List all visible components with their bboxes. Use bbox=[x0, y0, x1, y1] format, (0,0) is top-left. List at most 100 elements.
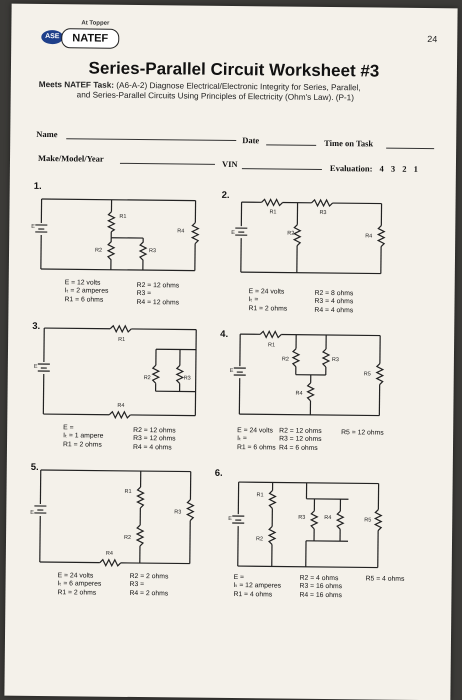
value-line: R3 = 16 ohms bbox=[299, 583, 343, 591]
r3-label: R3 bbox=[184, 376, 191, 382]
r4-resistor-icon bbox=[190, 222, 200, 245]
r1-resistor-icon bbox=[261, 198, 283, 207]
vin-field[interactable] bbox=[241, 168, 322, 170]
problem-6-number: 6. bbox=[214, 467, 223, 479]
value-line: Iₜ = 12 amperes bbox=[233, 582, 282, 590]
date-field[interactable] bbox=[266, 144, 317, 146]
problem-1-values-left: E = 12 volts Iₜ = 2 amperes R1 = 6 ohms bbox=[64, 279, 109, 305]
r4-label: R4 bbox=[106, 551, 113, 557]
r2-label: R2 bbox=[95, 248, 102, 254]
r5-label: R5 bbox=[364, 371, 371, 377]
r3-resistor-icon bbox=[309, 510, 319, 530]
r4-resistor-icon bbox=[99, 558, 122, 568]
r4-label: R4 bbox=[117, 403, 124, 409]
page-number: 24 bbox=[427, 34, 438, 45]
problem-5-values-left: E = 24 volts Iₜ = 6 amperes R1 = 2 ohms bbox=[57, 572, 101, 598]
e-label: E bbox=[228, 516, 232, 522]
r2-label: R2 bbox=[256, 536, 263, 542]
r2-resistor-icon bbox=[135, 524, 145, 547]
problem-3-circuit: E R1 R2 R3 R4 bbox=[34, 324, 197, 420]
r2-resistor-icon bbox=[291, 348, 301, 368]
r1-resistor-icon bbox=[109, 324, 132, 334]
r4-resistor-icon bbox=[335, 510, 345, 530]
value-line: Iₜ = 1 ampere bbox=[63, 432, 104, 441]
problem-6-values-right: R5 = 4 ohms bbox=[366, 575, 405, 584]
make-model-year-field[interactable] bbox=[119, 162, 215, 165]
r4-label: R4 bbox=[177, 228, 184, 234]
r4-resistor-icon bbox=[376, 225, 386, 247]
task-line-2: and Series-Parallel Circuits Using Princ… bbox=[76, 90, 355, 103]
r4-label: R4 bbox=[296, 391, 303, 397]
evaluation-label: Evaluation: 4 3 2 1 bbox=[330, 163, 418, 174]
score-3[interactable]: 3 bbox=[390, 163, 396, 174]
problem-4-values-mid: R2 = 12 ohms R3 = 12 ohms R4 = 6 ohms bbox=[279, 428, 322, 454]
value-line: Iₜ = bbox=[237, 435, 247, 443]
vin-label: VIN bbox=[221, 158, 238, 170]
r3-label: R3 bbox=[174, 509, 181, 515]
problem-2-values-left: E = 24 volts Iₜ = R1 = 2 ohms bbox=[248, 288, 287, 314]
r4-label: R4 bbox=[365, 233, 372, 239]
r2-resistor-icon bbox=[292, 224, 302, 247]
r1-label: R1 bbox=[119, 214, 126, 220]
value-line: R4 = 2 ohms bbox=[129, 589, 169, 598]
name-label: Name bbox=[36, 128, 58, 140]
problem-6-values-mid: R2 = 4 ohms R3 = 16 ohms R4 = 16 ohms bbox=[299, 575, 342, 601]
r2-resistor-icon bbox=[106, 237, 116, 270]
value-line: R1 = 4 ohms bbox=[233, 590, 273, 599]
r1-label: R1 bbox=[124, 489, 131, 495]
logo-tagline: At Topper bbox=[81, 20, 110, 27]
natef-logo-text: NATEF bbox=[61, 28, 120, 49]
r3-resistor-icon bbox=[138, 238, 148, 271]
time-on-task-field[interactable] bbox=[386, 147, 435, 150]
r3-resistor-icon bbox=[321, 348, 331, 368]
problem-3-values-right: R2 = 12 ohms R3 = 12 ohms R4 = 4 ohms bbox=[133, 427, 176, 453]
value-line: R4 = 16 ohms bbox=[299, 591, 343, 599]
problem-4-values-left: E = 24 volts Iₜ = R1 = 6 ohms bbox=[237, 427, 276, 453]
value-line: R5 = 4 ohms bbox=[365, 575, 405, 583]
r1-label: R1 bbox=[118, 337, 125, 343]
r1-label: R1 bbox=[269, 209, 276, 215]
value-line: R3 = 4 ohms bbox=[314, 298, 354, 306]
name-field[interactable] bbox=[66, 138, 237, 142]
score-2[interactable]: 2 bbox=[402, 163, 407, 174]
e-label: E bbox=[230, 368, 234, 374]
worksheet-page: At Topper ASE NATEF 24 Series-Parallel C… bbox=[4, 3, 458, 700]
r2-label: R2 bbox=[144, 375, 151, 381]
r3-resistor-icon bbox=[175, 365, 185, 384]
score-1[interactable]: 1 bbox=[413, 163, 418, 174]
ase-logo-icon: ASE bbox=[41, 29, 64, 45]
value-line: R1 = 2 ohms bbox=[62, 441, 102, 449]
r4-resistor-icon bbox=[108, 410, 131, 420]
value-line: R4 = 4 ohms bbox=[132, 443, 172, 452]
problem-5-circuit: E R1 R2 R3 R4 bbox=[30, 469, 195, 568]
r5-label: R5 bbox=[364, 517, 371, 523]
r1-resistor-icon bbox=[106, 211, 116, 233]
value-line: R5 = 12 ohms bbox=[341, 429, 384, 437]
score-4[interactable]: 4 bbox=[379, 163, 384, 174]
value-line: R4 = 4 ohms bbox=[314, 306, 354, 315]
value-line: Iₜ = bbox=[248, 296, 259, 304]
r3-label: R3 bbox=[319, 210, 326, 216]
value-line: R1 = 6 ohms bbox=[236, 443, 276, 452]
r3-resistor-icon bbox=[185, 499, 195, 522]
value-line: R3 = 12 ohms bbox=[279, 435, 322, 444]
value-line: R3 = bbox=[136, 290, 152, 298]
time-on-task-label: Time on Task bbox=[324, 137, 374, 149]
value-line: R1 = 6 ohms bbox=[64, 296, 104, 304]
problem-4-values-right: R5 = 12 ohms bbox=[341, 429, 384, 438]
r1-resistor-icon bbox=[259, 330, 282, 339]
value-line: R4 = 6 ohms bbox=[278, 444, 318, 452]
r5-resistor-icon bbox=[375, 363, 385, 385]
natef-task: Meets NATEF Task: (A6-A-2) Diagnose Elec… bbox=[39, 80, 439, 104]
problem-6-values-left: E = Iₜ = 12 amperes R1 = 4 ohms bbox=[233, 574, 281, 600]
e-label: E bbox=[30, 510, 34, 516]
r5-resistor-icon bbox=[373, 509, 383, 531]
r2-label: R2 bbox=[282, 357, 289, 363]
r1-resistor-icon bbox=[136, 486, 145, 509]
value-line: R3 = 12 ohms bbox=[133, 435, 176, 443]
r2-label: R2 bbox=[124, 535, 131, 541]
problem-4-number: 4. bbox=[220, 328, 229, 340]
value-line: Iₜ = 6 amperes bbox=[57, 580, 102, 589]
task-meets-label: Meets NATEF Task: bbox=[38, 79, 115, 90]
r2-resistor-icon bbox=[267, 526, 277, 545]
